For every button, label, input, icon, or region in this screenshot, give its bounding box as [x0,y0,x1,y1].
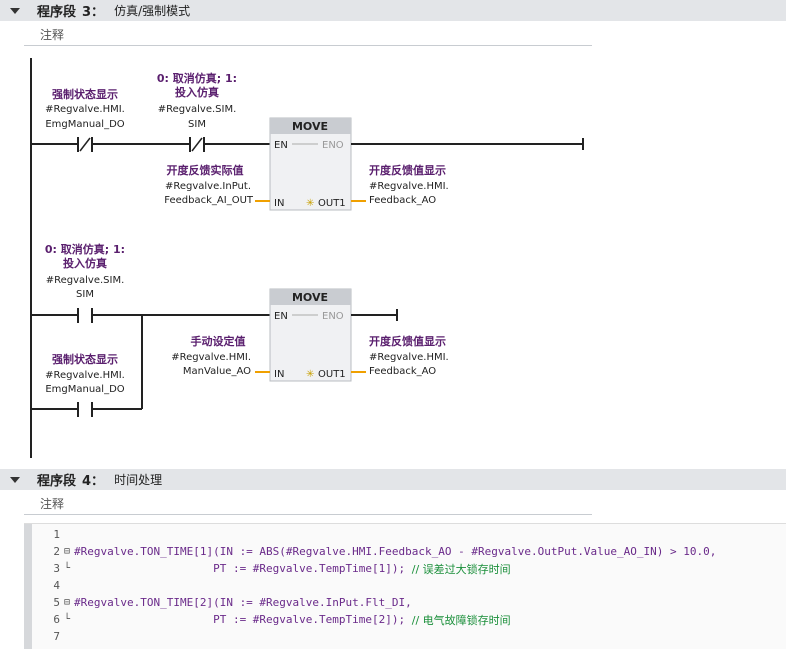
no-contact[interactable] [77,402,93,417]
contact-title: 强制状态显示 [52,87,118,101]
contact-title: 投入仿真 [63,256,107,270]
contact-title: 0: 取消仿真; 1: [157,71,237,85]
output-star-icon: ✳ [306,369,314,380]
move-block[interactable]: MOVE EN ENO IN ✳ OUT1 [269,288,352,382]
output-star-icon: ✳ [306,198,314,209]
contact-tag: SIM [76,289,94,300]
block-name: MOVE [292,291,328,304]
code-line[interactable]: 1 [53,528,60,541]
fold-icon: ⊟ [64,597,71,608]
param-tag: Feedback_AO [369,366,436,377]
segment-4-comment[interactable]: 注释 [24,493,592,515]
param-title: 手动设定值 [191,334,246,348]
out-pin: OUT1 [318,198,346,209]
segment-4-header[interactable]: 程序段 4： 时间处理 [0,469,786,490]
eno-pin: ENO [322,140,344,151]
param-tag: Feedback_AI_OUT [164,195,254,206]
code-line[interactable]: 6└ PT := #Regvalve.TempTime[2]); // 电气故障… [53,613,511,627]
segment-title: 程序段 [37,474,77,489]
contact-tag: #Regvalve.SIM. [46,275,125,286]
contact-title: 强制状态显示 [52,352,118,366]
segment-title: 程序段 [37,5,77,20]
param-tag: ManValue_AO [183,366,251,377]
in-pin: IN [274,198,284,209]
eno-pin: ENO [322,311,344,322]
code-line[interactable]: 3└ PT := #Regvalve.TempTime[1]); // 误差过大… [53,562,511,576]
segment-number: 3： [82,5,105,20]
in-pin: IN [274,369,284,380]
out-pin: OUT1 [318,369,346,380]
contact-title: 0: 取消仿真; 1: [45,242,125,256]
segment-name: 仿真/强制模式 [114,4,191,18]
contact-tag: #Regvalve.HMI. [45,370,125,381]
nc-contact[interactable] [189,137,205,152]
en-pin: EN [274,311,288,322]
param-title: 开度反馈实际值 [167,163,244,177]
scl-editor[interactable]: 1 2⊟#Regvalve.TON_TIME[1](IN := ABS(#Reg… [24,523,786,649]
segment-number: 4： [82,474,105,489]
ladder-diagram: 强制状态显示 #Regvalve.HMI. EmgManual_DO 0: 取消… [30,58,584,458]
param-tag: Feedback_AO [369,195,436,206]
no-contact[interactable] [77,308,93,323]
move-block[interactable]: MOVE EN ENO IN ✳ OUT1 [269,117,352,211]
param-title: 开度反馈值显示 [369,163,446,177]
collapse-chevron-icon[interactable] [10,7,20,14]
block-name: MOVE [292,120,328,133]
contact-tag: #Regvalve.SIM. [158,104,237,115]
en-pin: EN [274,140,288,151]
fold-icon: ⊟ [64,546,71,557]
param-title: 开度反馈值显示 [369,334,446,348]
param-tag: #Regvalve.HMI. [369,352,449,363]
segment-name: 时间处理 [114,473,163,487]
param-tag: #Regvalve.HMI. [171,352,251,363]
code-line[interactable]: 7 [53,630,60,643]
collapse-chevron-icon[interactable] [10,476,20,483]
segment-3-comment[interactable]: 注释 [24,24,592,46]
nc-contact[interactable] [77,137,93,152]
contact-tag: EmgManual_DO [45,119,124,130]
code-line[interactable]: 4 [53,579,60,592]
contact-title: 投入仿真 [175,85,219,99]
contact-tag: EmgManual_DO [45,384,124,395]
code-line[interactable]: 5⊟#Regvalve.TON_TIME[2](IN := #Regvalve.… [53,596,412,609]
param-tag: #Regvalve.InPut. [165,181,251,192]
code-line[interactable]: 2⊟#Regvalve.TON_TIME[1](IN := ABS(#Regva… [53,545,717,558]
param-tag: #Regvalve.HMI. [369,181,449,192]
editor-gutter [24,524,32,649]
segment-3-header[interactable]: 程序段 3： 仿真/强制模式 [0,0,786,21]
contact-tag: #Regvalve.HMI. [45,104,125,115]
contact-tag: SIM [188,119,206,130]
